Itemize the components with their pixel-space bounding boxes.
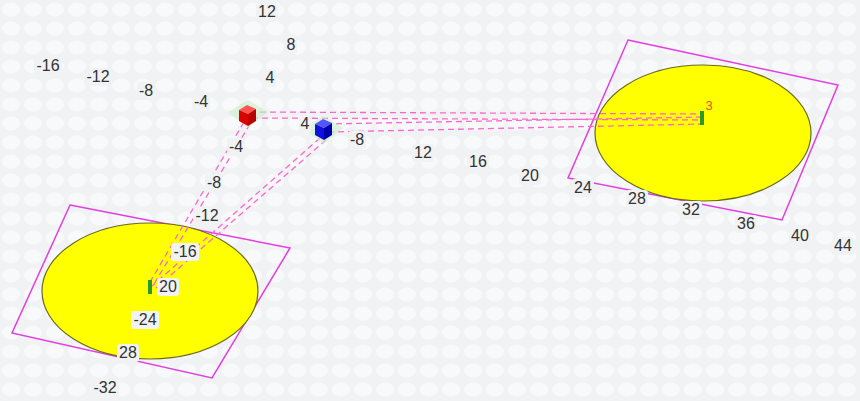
axis-tick-label: -4 xyxy=(192,93,210,111)
yellow-disc xyxy=(595,65,811,201)
axis-tick-label: 28 xyxy=(117,344,139,362)
axis-tick-label: 8 xyxy=(285,36,298,54)
axis-tick-label: -32 xyxy=(91,379,118,397)
axis-tick-label: -4 xyxy=(227,138,245,156)
axis-tick-label: -16 xyxy=(34,57,61,75)
axis-tick-label: 12 xyxy=(412,144,434,162)
axis-tick-label: 4 xyxy=(299,115,312,133)
axis-tick-label: 40 xyxy=(789,227,811,245)
axis-tick-label: -12 xyxy=(193,207,220,225)
dashed-beams xyxy=(150,112,703,288)
axis-tick-label: 12 xyxy=(256,3,278,21)
axis-tick-label: -24 xyxy=(131,311,158,329)
blue-cube xyxy=(315,119,332,140)
marker-number: 3 xyxy=(703,97,714,115)
ground-marker xyxy=(148,111,704,294)
axis-tick-label: 36 xyxy=(735,215,757,233)
axis-tick-label: -12 xyxy=(84,68,111,86)
cube-halo xyxy=(228,100,268,128)
axis-tick-label: 28 xyxy=(626,190,648,208)
axis-tick-label: -16 xyxy=(171,243,198,261)
axis-tick-label: -8 xyxy=(137,82,155,100)
axis-tick-label: -8 xyxy=(205,174,223,192)
axis-tick-label: 20 xyxy=(519,167,541,185)
red-cube xyxy=(239,105,256,126)
platform-frame xyxy=(12,205,290,378)
axis-tick-label: -8 xyxy=(348,131,366,149)
axis-tick-label: 4 xyxy=(264,69,277,87)
axis-tick-label: 16 xyxy=(467,153,489,171)
platform-frame xyxy=(568,40,838,220)
yellow-disc xyxy=(42,223,258,359)
axis-tick-label: 44 xyxy=(832,237,854,255)
axis-tick-label: 32 xyxy=(680,201,702,219)
axis-tick-label: 20 xyxy=(157,278,179,296)
axis-tick-label: 24 xyxy=(572,179,594,197)
